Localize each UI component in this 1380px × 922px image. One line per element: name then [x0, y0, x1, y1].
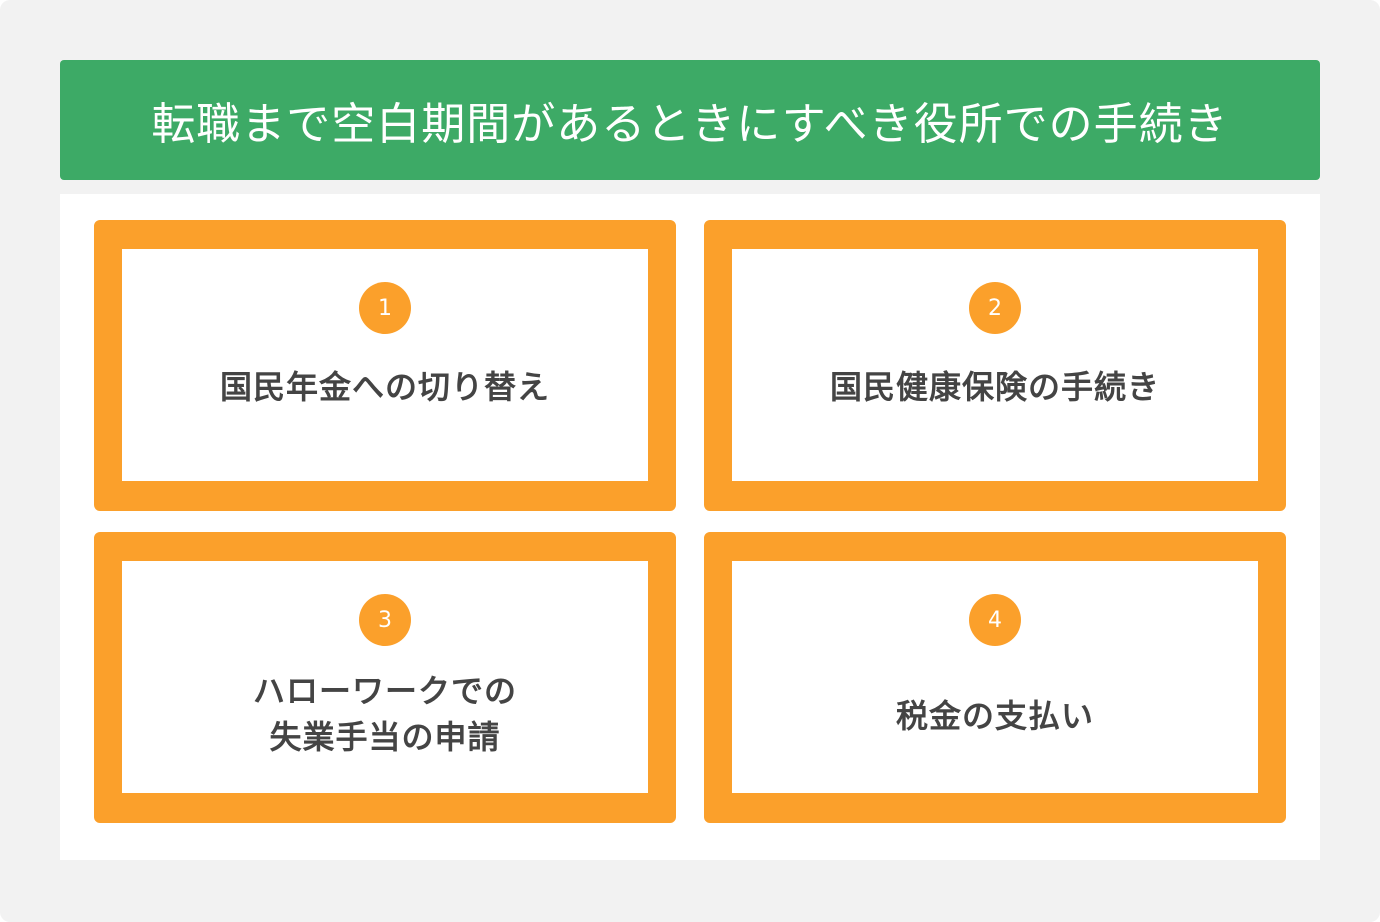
step-label-line-1: ハローワークでの: [252, 672, 517, 710]
step-number-badge: 1: [359, 282, 411, 334]
step-label: 国民年金への切り替え: [219, 368, 550, 406]
step-card-4: 4 税金の支払い: [704, 532, 1286, 823]
step-label: ハローワークでの 失業手当の申請: [253, 668, 517, 760]
step-card-2: 2 国民健康保険の手続き: [704, 220, 1286, 511]
page-title: 転職まで空白期間があるときにすべき役所での手続き: [60, 60, 1320, 180]
page-title-text: 転職まで空白期間があるときにすべき役所での手続き: [151, 99, 1229, 150]
step-label: 税金の支払い: [895, 697, 1094, 735]
step-label: 国民健康保険の手続き: [829, 368, 1160, 406]
step-card-3: 3 ハローワークでの 失業手当の申請: [94, 532, 676, 823]
step-number-badge: 3: [359, 594, 411, 646]
step-label-line-2: 失業手当の申請: [269, 718, 501, 756]
step-number-badge: 2: [969, 282, 1021, 334]
step-card-1: 1 国民年金への切り替え: [94, 220, 676, 511]
step-number-badge: 4: [969, 594, 1021, 646]
